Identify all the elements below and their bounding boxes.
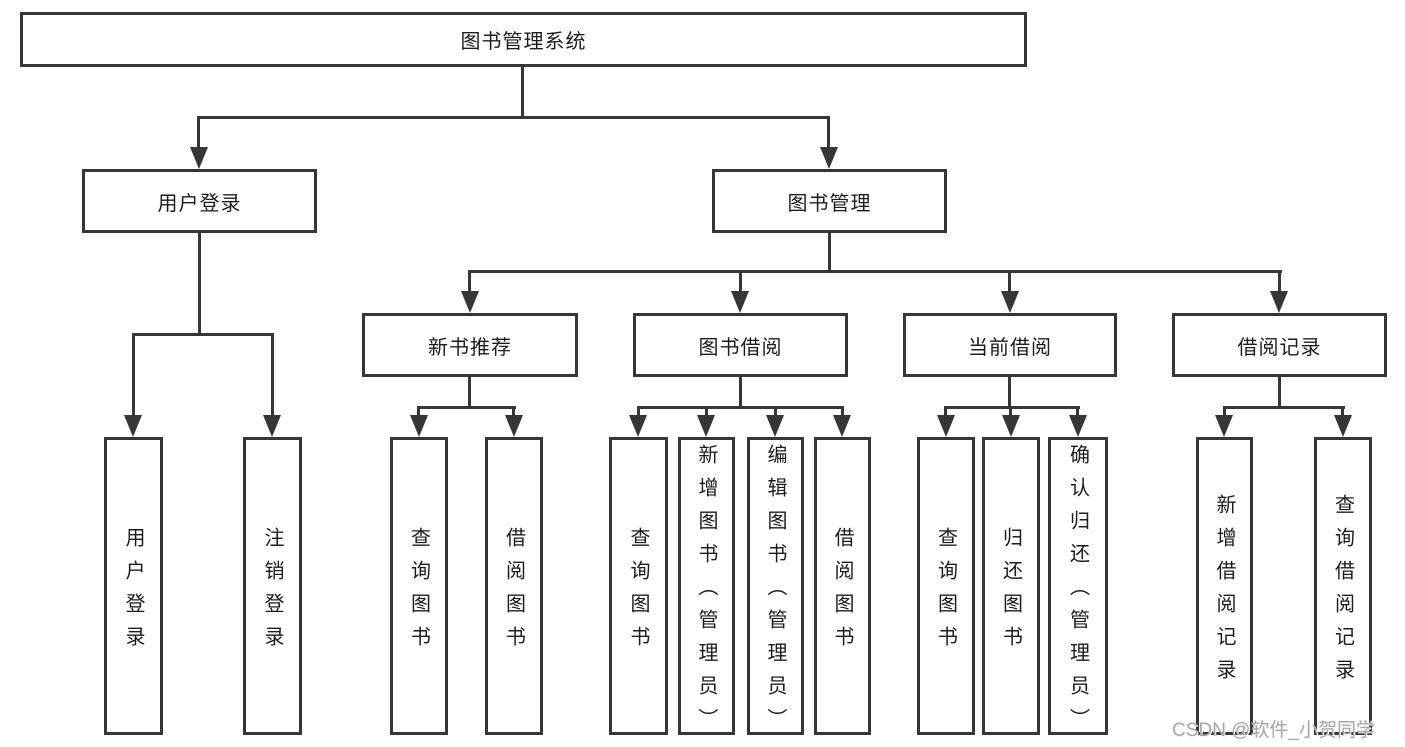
node-book-management-label: 图书管理 [787, 192, 872, 215]
leaf-user-login-label: 用户登录 [122, 526, 144, 659]
node-root: 图书管理系统 [20, 12, 1027, 67]
node-new-book-recommend: 新书推荐 [362, 313, 578, 377]
connector-user-login-bus [132, 333, 274, 336]
arrow-down-icon [766, 415, 784, 437]
leaf-bb-query-books-label: 查询图书 [627, 526, 649, 659]
connector-book-borrow-bus [637, 406, 844, 409]
connector-leaf-drop [705, 406, 708, 419]
connector-new-book-stem [468, 377, 471, 408]
leaf-br-query-record-label: 查询借阅记录 [1331, 493, 1354, 692]
connector-user-login-stem [198, 233, 201, 336]
leaf-logout-label: 注销登录 [261, 526, 283, 659]
leaf-nb-borrow-books: 借阅图书 [485, 437, 543, 735]
node-book-management: 图书管理 [712, 169, 947, 233]
connector-book-borrow-drop [739, 270, 742, 293]
arrow-down-icon [1215, 415, 1233, 437]
node-borrowing-records: 借阅记录 [1172, 313, 1387, 377]
arrow-down-icon [263, 415, 281, 437]
leaf-br-add-record-label: 新增借阅记录 [1213, 493, 1235, 692]
arrow-down-icon [731, 291, 749, 313]
node-user-login: 用户登录 [82, 169, 317, 233]
connector-leaf-drop [417, 406, 420, 419]
connector-leaf-drop [512, 406, 515, 419]
arrow-down-icon [1069, 415, 1087, 437]
connector-leaf-drop [944, 406, 947, 419]
arrow-down-icon [697, 415, 715, 437]
leaf-cb-confirm-return-admin: 确认归还（管理员） [1048, 437, 1108, 741]
connector-logout-leaf-drop [271, 333, 274, 417]
leaf-bb-add-books-admin-label: 新增图书（管理员） [695, 444, 717, 741]
arrow-down-icon [190, 147, 208, 169]
connector-leaf-drop [1341, 406, 1344, 419]
node-root-label: 图书管理系统 [460, 31, 587, 53]
csdn-watermark: CSDN @软件_小贺同学 [1172, 720, 1375, 741]
leaf-logout: 注销登录 [243, 437, 302, 735]
connector-user-login-drop [197, 116, 200, 149]
arrow-down-icon [1270, 291, 1288, 313]
leaf-nb-query-books-label: 查询图书 [407, 526, 430, 659]
node-new-book-recommend-label: 新书推荐 [428, 336, 512, 359]
connector-new-book-drop [468, 270, 471, 293]
arrow-down-icon [124, 415, 142, 437]
connector-leaf-drop [1009, 406, 1012, 419]
arrow-down-icon [1001, 291, 1019, 313]
node-current-borrowing-label: 当前借阅 [968, 336, 1052, 359]
node-user-login-label: 用户登录 [157, 192, 242, 215]
arrow-down-icon [820, 147, 838, 169]
connector-current-borrow-bus [944, 406, 1080, 409]
arrow-down-icon [937, 415, 955, 437]
connector-book-borrow-stem [739, 377, 742, 408]
connector-current-borrow-stem [1008, 377, 1011, 408]
connector-level2-bus [197, 116, 830, 119]
leaf-cb-return-books-label: 归还图书 [999, 526, 1022, 659]
connector-leaf-drop [774, 406, 777, 419]
leaf-bb-borrow-books-label: 借阅图书 [831, 526, 853, 659]
leaf-bb-edit-books-admin-label: 编辑图书（管理员） [764, 444, 786, 741]
connector-leaf-drop [1076, 406, 1079, 419]
connector-borrow-records-drop [1278, 270, 1281, 293]
leaf-br-query-record: 查询借阅记录 [1314, 437, 1372, 735]
arrow-down-icon [629, 415, 647, 437]
leaf-cb-query-books-label: 查询图书 [934, 526, 957, 659]
leaf-cb-return-books: 归还图书 [982, 437, 1040, 735]
connector-new-book-bus [417, 406, 516, 409]
connector-book-mgmt-drop [827, 116, 830, 149]
arrow-down-icon [833, 415, 851, 437]
arrow-down-icon [505, 415, 523, 437]
arrow-down-icon [461, 291, 479, 313]
node-book-borrowing-label: 图书借阅 [698, 336, 783, 359]
connector-login-leaf-drop [132, 333, 135, 417]
connector-current-borrow-drop [1008, 270, 1011, 293]
connector-book-mgmt-stem [828, 233, 831, 273]
leaf-nb-borrow-books-label: 借阅图书 [502, 526, 525, 659]
arrow-down-icon [1334, 415, 1352, 437]
leaf-user-login: 用户登录 [104, 437, 163, 735]
node-book-borrowing: 图书借阅 [633, 313, 848, 377]
arrow-down-icon [1002, 415, 1020, 437]
node-borrowing-records-label: 借阅记录 [1237, 336, 1322, 359]
node-current-borrowing: 当前借阅 [903, 313, 1117, 377]
leaf-nb-query-books: 查询图书 [390, 437, 448, 735]
connector-root-stem [521, 67, 524, 116]
connector-leaf-drop [1223, 406, 1226, 419]
leaf-cb-confirm-return-admin-label: 确认归还（管理员） [1066, 444, 1089, 741]
connector-leaf-drop [637, 406, 640, 419]
leaf-bb-borrow-books: 借阅图书 [814, 437, 871, 735]
leaf-bb-add-books-admin: 新增图书（管理员） [678, 437, 735, 741]
connector-leaf-drop [841, 406, 844, 419]
leaf-br-add-record: 新增借阅记录 [1196, 437, 1253, 735]
leaf-bb-query-books: 查询图书 [609, 437, 668, 735]
arrow-down-icon [410, 415, 428, 437]
leaf-cb-query-books: 查询图书 [917, 437, 975, 735]
connector-level3-bus [468, 270, 1282, 273]
leaf-bb-edit-books-admin: 编辑图书（管理员） [747, 437, 804, 741]
connector-borrow-records-bus [1223, 406, 1345, 409]
connector-borrow-records-stem [1278, 377, 1281, 408]
